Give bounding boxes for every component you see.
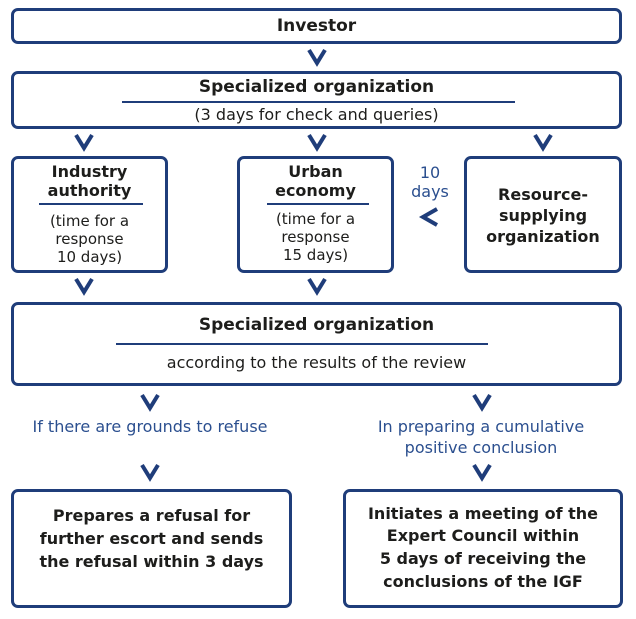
specialized-organization-mid-box: Specialized organization according to th… [11, 302, 622, 386]
right-branch-label-line-2: positive conclusion [404, 438, 558, 457]
specialized-mid-subtitle: according to the results of the review [166, 353, 467, 372]
expert-council-meeting-box: Initiates a meeting of the Expert Counci… [343, 489, 623, 608]
chevron-down-icon [307, 277, 327, 296]
industry-title-line-2: authority [47, 181, 132, 200]
chevron-down-icon [140, 393, 160, 412]
refusal-line-2: further escort and sends [39, 529, 264, 548]
resource-days-line-1: 10 [419, 163, 441, 182]
meeting-line-2: Expert Council within [386, 526, 580, 545]
chevron-down-icon [533, 133, 553, 152]
specialized-mid-title: Specialized organization [198, 315, 435, 335]
chevron-down-icon [472, 393, 492, 412]
urban-note-line-2: response [281, 228, 350, 246]
meeting-line-3: 5 days of receiving the [379, 549, 587, 568]
chevron-down-icon [307, 133, 327, 152]
chevron-down-icon [74, 133, 94, 152]
chevron-down-icon [307, 48, 327, 67]
urban-note-line-1: (time for a [275, 210, 356, 228]
refusal-line-1: Prepares a refusal for [52, 506, 251, 525]
urban-title-line-2: economy [275, 181, 356, 200]
industry-note-line-3: 10 days) [56, 248, 123, 266]
industry-note-line-1: (time for a [49, 212, 130, 230]
investor-label: Investor [276, 16, 357, 36]
chevron-down-icon [472, 463, 492, 482]
urban-note-line-3: 15 days) [282, 246, 349, 264]
specialized-mid-divider [116, 343, 488, 345]
urban-economy-box: Urban economy (time for a response 15 da… [237, 156, 394, 273]
specialized-top-title: Specialized organization [198, 77, 435, 97]
specialized-top-divider [122, 101, 515, 103]
resource-title-line-1: Resource- [498, 185, 588, 204]
refusal-box: Prepares a refusal for further escort an… [11, 489, 292, 608]
urban-title-line-1: Urban [288, 162, 343, 181]
right-branch-label-line-1: In preparing a cumulative [377, 417, 585, 436]
resource-supplying-box: Resource- supplying organization [464, 156, 622, 273]
resource-days-line-2: days [411, 182, 449, 201]
resource-title-line-3: organization [486, 227, 600, 246]
left-branch-label: If there are grounds to refuse [32, 417, 268, 436]
industry-authority-box: Industry authority (time for a response … [11, 156, 168, 273]
industry-divider [39, 203, 143, 205]
specialized-top-subtitle: (3 days for check and queries) [194, 105, 439, 124]
chevron-down-icon [74, 277, 94, 296]
investor-box: Investor [11, 8, 622, 44]
specialized-organization-top-box: Specialized organization (3 days for che… [11, 71, 622, 129]
industry-title-line-1: Industry [51, 162, 128, 181]
meeting-line-4: conclusions of the IGF [383, 572, 583, 591]
chevron-left-icon [418, 207, 438, 227]
refusal-line-3: the refusal within 3 days [39, 552, 264, 571]
industry-note-line-2: response [55, 230, 124, 248]
resource-title-line-2: supplying [498, 206, 588, 225]
urban-divider [267, 203, 369, 205]
chevron-down-icon [140, 463, 160, 482]
meeting-line-1: Initiates a meeting of the [367, 504, 599, 523]
